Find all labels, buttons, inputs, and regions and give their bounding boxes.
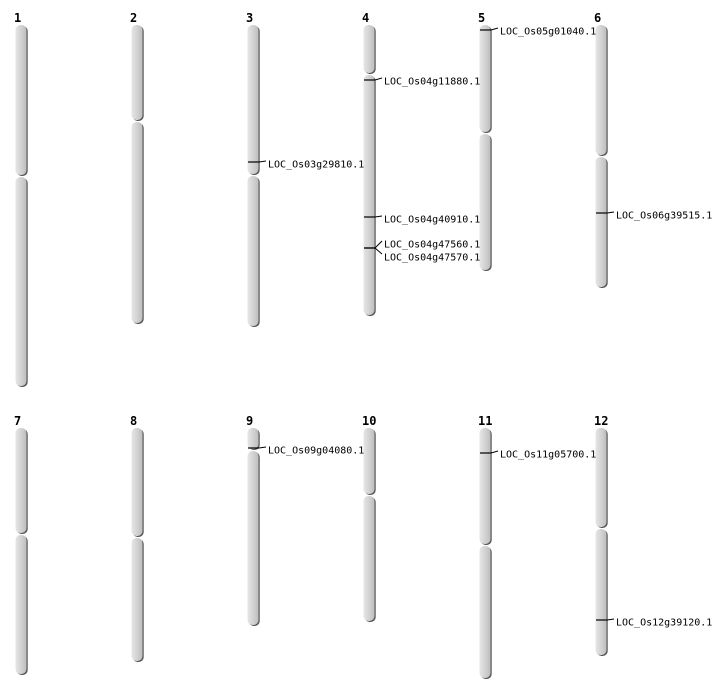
gene-marker: LOC_Os03g29810.1 — [248, 160, 364, 171]
gene-label: LOC_Os04g11880.1 — [384, 77, 480, 88]
marker-leader — [374, 240, 383, 249]
chromosome-short-arm — [479, 428, 491, 544]
chromosome-short-arm — [131, 25, 143, 120]
gene-label: LOC_Os05g01040.1 — [500, 27, 596, 38]
chromosome-long-arm — [247, 451, 259, 625]
marker-leader — [258, 160, 267, 163]
chromosome-number: 3 — [246, 11, 253, 25]
chromosome-8: 8 — [130, 414, 144, 662]
gene-marker: LOC_Os04g47560.1 — [364, 240, 480, 251]
gene-label: LOC_Os11g05700.1 — [500, 450, 596, 461]
chromosome-short-arm — [15, 428, 27, 533]
chromosome-number: 7 — [14, 414, 21, 428]
chromosome-short-arm — [479, 25, 491, 132]
chromosome-number: 2 — [130, 11, 137, 25]
chromosome-2: 2 — [130, 11, 144, 324]
chromosome-9: 9 — [246, 414, 260, 626]
chromosome-6: 6 — [594, 11, 608, 288]
marker-leader — [490, 27, 499, 31]
gene-label: LOC_Os04g47560.1 — [384, 240, 480, 251]
gene-marker: LOC_Os09g04080.1 — [248, 446, 364, 457]
chromosome-short-arm — [595, 428, 607, 527]
gene-label: LOC_Os09g04080.1 — [268, 446, 364, 457]
chromosome-long-arm — [247, 176, 259, 326]
marker-leader — [374, 215, 383, 218]
marker-leader — [374, 77, 383, 81]
chromosome-long-arm — [479, 546, 491, 678]
gene-label: LOC_Os03g29810.1 — [268, 160, 364, 171]
chromosome-short-arm — [15, 25, 27, 175]
chromosome-7: 7 — [14, 414, 28, 675]
chromosome-long-arm — [15, 535, 27, 674]
gene-marker: LOC_Os12g39120.1 — [596, 618, 712, 629]
chromosome-number: 9 — [246, 414, 253, 428]
chromosome-long-arm — [363, 496, 375, 621]
gene-marker: LOC_Os04g40910.1 — [364, 215, 480, 226]
chromosome-long-arm — [363, 75, 375, 315]
marker-leader — [258, 446, 267, 449]
chromosome-10: 10 — [362, 414, 376, 622]
chromosome-11: 11 — [478, 414, 492, 679]
gene-marker: LOC_Os04g47570.1 — [364, 247, 480, 264]
marker-leader — [606, 618, 615, 621]
chromosome-number: 6 — [594, 11, 601, 25]
chromosome-number: 4 — [362, 11, 369, 25]
chromosome-number: 11 — [478, 414, 492, 428]
chromosome-long-arm — [479, 134, 491, 270]
chromosome-short-arm — [363, 25, 375, 73]
chromosome-short-arm — [363, 428, 375, 494]
gene-marker: LOC_Os06g39515.1 — [596, 211, 712, 222]
chromosome-short-arm — [595, 25, 607, 155]
chromosome-long-arm — [595, 529, 607, 655]
chromosome-1: 1 — [14, 11, 28, 387]
chromosome-long-arm — [131, 538, 143, 661]
chromosome-long-arm — [131, 122, 143, 323]
gene-marker: LOC_Os11g05700.1 — [480, 450, 596, 461]
chromosome-3: 3 — [246, 11, 260, 327]
gene-label: LOC_Os04g47570.1 — [384, 253, 480, 264]
chromosome-4: 4 — [362, 11, 376, 316]
chromosome-short-arm — [131, 428, 143, 536]
chromosome-12: 12 — [594, 414, 608, 656]
chromosome-long-arm — [15, 177, 27, 386]
chromosome-number: 10 — [362, 414, 376, 428]
marker-leader — [490, 450, 499, 454]
gene-label: LOC_Os06g39515.1 — [616, 211, 712, 222]
marker-leader — [374, 247, 383, 255]
chromosome-short-arm — [247, 428, 259, 449]
chromosome-number: 1 — [14, 11, 21, 25]
gene-marker: LOC_Os05g01040.1 — [480, 27, 596, 38]
chromosome-number: 8 — [130, 414, 137, 428]
chromosome-5: 5 — [478, 11, 492, 271]
gene-marker: LOC_Os04g11880.1 — [364, 77, 480, 88]
chromosome-number: 5 — [478, 11, 485, 25]
marker-leader — [606, 211, 615, 214]
gene-label: LOC_Os04g40910.1 — [384, 215, 480, 226]
chromosome-long-arm — [595, 157, 607, 287]
gene-label: LOC_Os12g39120.1 — [616, 618, 712, 629]
chromosome-short-arm — [247, 25, 259, 174]
chromosome-number: 12 — [594, 414, 608, 428]
